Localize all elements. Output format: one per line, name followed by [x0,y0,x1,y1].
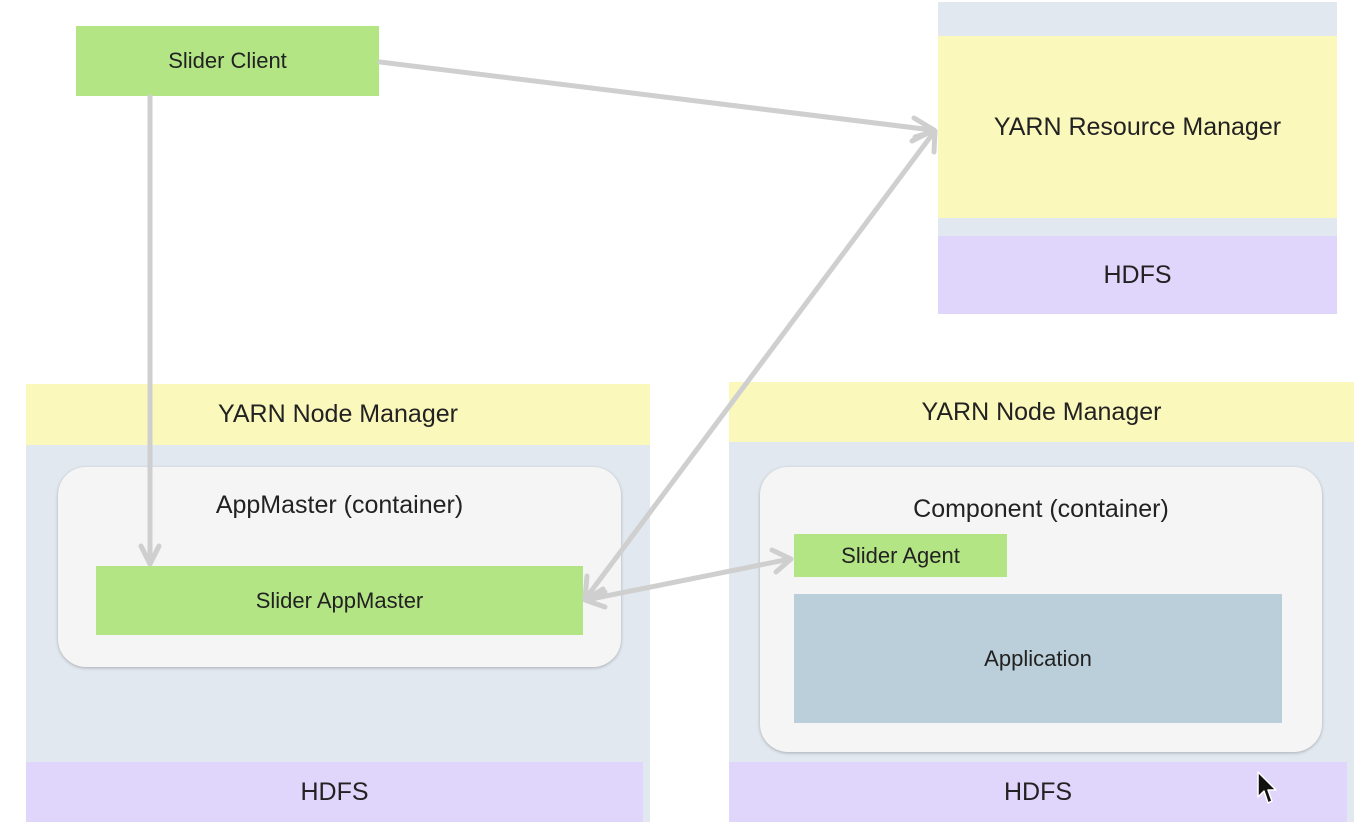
slider-agent: Slider Agent [794,534,1007,577]
arrowhead-rm-lower [912,128,938,155]
right-hdfs: HDFS [729,762,1347,822]
arrow-client-to-rm [377,59,935,133]
right-node-manager-title: YARN Node Manager [729,382,1354,442]
left-node-manager-title: YARN Node Manager [26,384,650,445]
mouse-cursor-icon [1257,771,1277,804]
left-hdfs: HDFS [26,762,643,822]
appmaster-container-title: AppMaster (container) [215,490,464,519]
arrowhead-rm [909,115,937,144]
rm-hdfs: HDFS [938,236,1337,314]
slider-appmaster: Slider AppMaster [96,566,583,635]
yarn-resource-manager: YARN Resource Manager [938,36,1337,218]
component-container-title: Component (container) [913,494,1169,523]
application: Application [794,594,1282,723]
slider-client: Slider Client [76,26,379,96]
